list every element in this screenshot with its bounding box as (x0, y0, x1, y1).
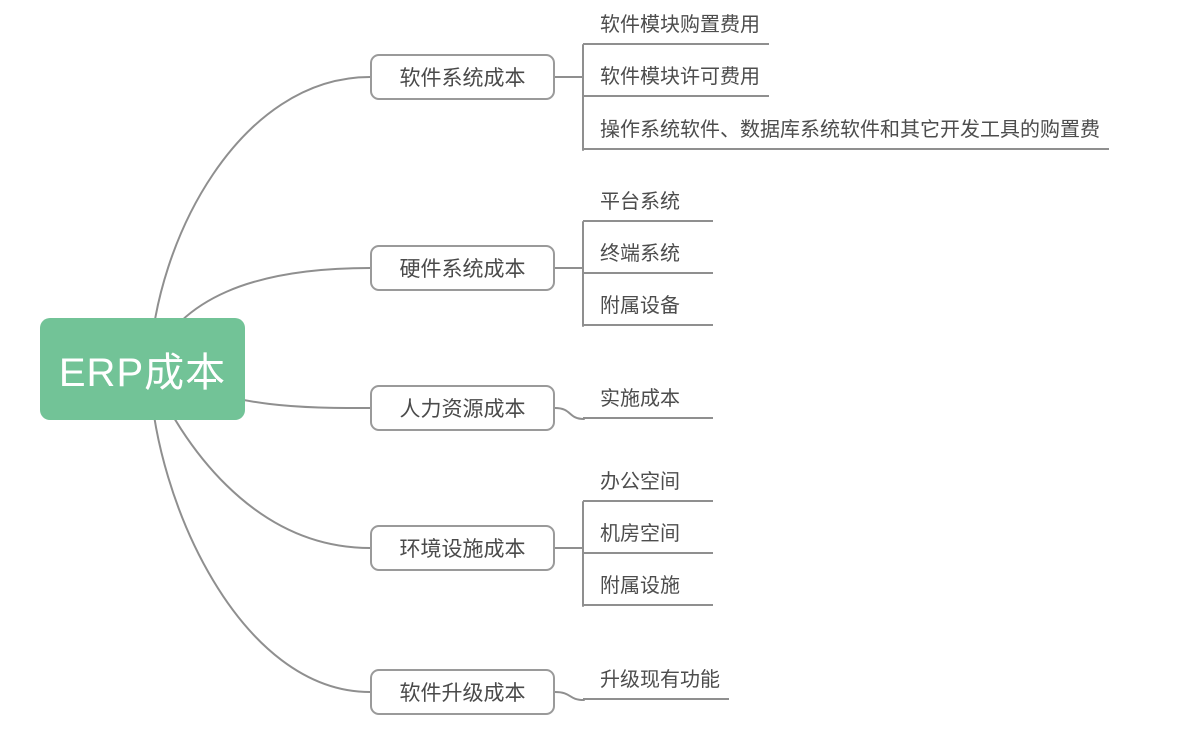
leaf-node[interactable]: 办公空间 (583, 466, 713, 502)
branch-node-software-system-cost[interactable]: 软件系统成本 (370, 54, 555, 100)
leaf-node[interactable]: 软件模块许可费用 (583, 61, 769, 97)
leaf-node[interactable]: 终端系统 (583, 238, 713, 274)
branch-node-hardware-system-cost[interactable]: 硬件系统成本 (370, 245, 555, 291)
branch-node-label: 人力资源成本 (399, 398, 526, 421)
branch-node-label: 软件系统成本 (399, 67, 526, 90)
branch-node-environment-facility-cost[interactable]: 环境设施成本 (370, 525, 555, 571)
leaf-node[interactable]: 附属设备 (583, 290, 713, 326)
leaf-node[interactable]: 附属设施 (583, 570, 713, 606)
leaf-node[interactable]: 操作系统软件、数据库系统软件和其它开发工具的购置费 (583, 114, 1109, 150)
edge-root-to-branch-4 (149, 374, 371, 693)
edge-branch-4-stub (554, 691, 585, 701)
root-node-label: ERP成本 (58, 351, 227, 395)
leaf-node[interactable]: 软件模块购置费用 (583, 9, 769, 45)
branch-node-software-upgrade-cost[interactable]: 软件升级成本 (370, 669, 555, 715)
leaf-node[interactable]: 机房空间 (583, 518, 713, 554)
branch-node-human-resource-cost[interactable]: 人力资源成本 (370, 385, 555, 431)
leaf-node[interactable]: 平台系统 (583, 186, 713, 222)
branch-node-label: 软件升级成本 (399, 682, 526, 705)
branch-node-label: 硬件系统成本 (399, 258, 526, 281)
branch-node-label: 环境设施成本 (399, 538, 526, 561)
edge-root-to-branch-0 (149, 76, 371, 366)
leaf-node[interactable]: 实施成本 (583, 383, 713, 419)
root-node-erp-cost[interactable]: ERP成本 (40, 318, 245, 420)
leaf-node[interactable]: 升级现有功能 (583, 664, 729, 700)
edge-branch-2-stub (554, 407, 585, 420)
